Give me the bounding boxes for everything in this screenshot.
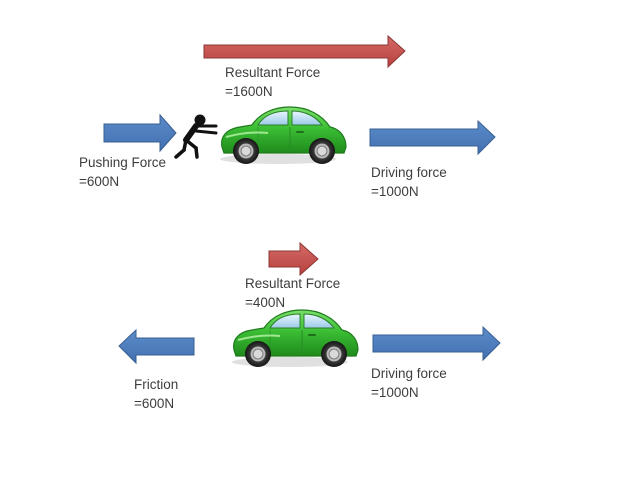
pushing-force-arrow xyxy=(103,113,177,153)
friction-force-label: Friction =600N xyxy=(134,375,178,413)
driving-force-label-top: Driving force =1000N xyxy=(371,163,447,201)
pushing-force-label: Pushing Force =600N xyxy=(79,153,166,191)
driving-force-title-top: Driving force xyxy=(371,165,447,180)
driving-force-arrow-bottom xyxy=(372,325,501,362)
pushing-force-value: =600N xyxy=(79,174,120,189)
car-icon-bottom xyxy=(231,309,359,368)
resultant-force-title-bottom: Resultant Force xyxy=(245,276,341,291)
pushing-person-icon xyxy=(174,114,218,159)
resultant-force-arrow-top xyxy=(203,34,406,69)
resultant-force-value-bottom: =400N xyxy=(245,295,286,310)
resultant-force-label-bottom: Resultant Force =400N xyxy=(245,274,340,312)
driving-force-arrow-top xyxy=(369,119,496,156)
resultant-force-label-top: Resultant Force =1600N xyxy=(225,63,320,101)
driving-force-value-top: =1000N xyxy=(371,184,419,199)
friction-force-title: Friction xyxy=(134,377,179,392)
resultant-force-arrow-bottom xyxy=(268,241,319,277)
resultant-force-value-top: =1600N xyxy=(225,84,273,99)
driving-force-label-bottom: Driving force =1000N xyxy=(371,364,447,402)
driving-force-value-bottom: =1000N xyxy=(371,385,419,400)
car-icon-top xyxy=(219,106,347,165)
pushing-force-title: Pushing Force xyxy=(79,155,167,170)
friction-force-arrow xyxy=(118,328,195,365)
resultant-force-title-top: Resultant Force xyxy=(225,65,321,80)
friction-force-value: =600N xyxy=(134,396,175,411)
driving-force-title-bottom: Driving force xyxy=(371,366,447,381)
